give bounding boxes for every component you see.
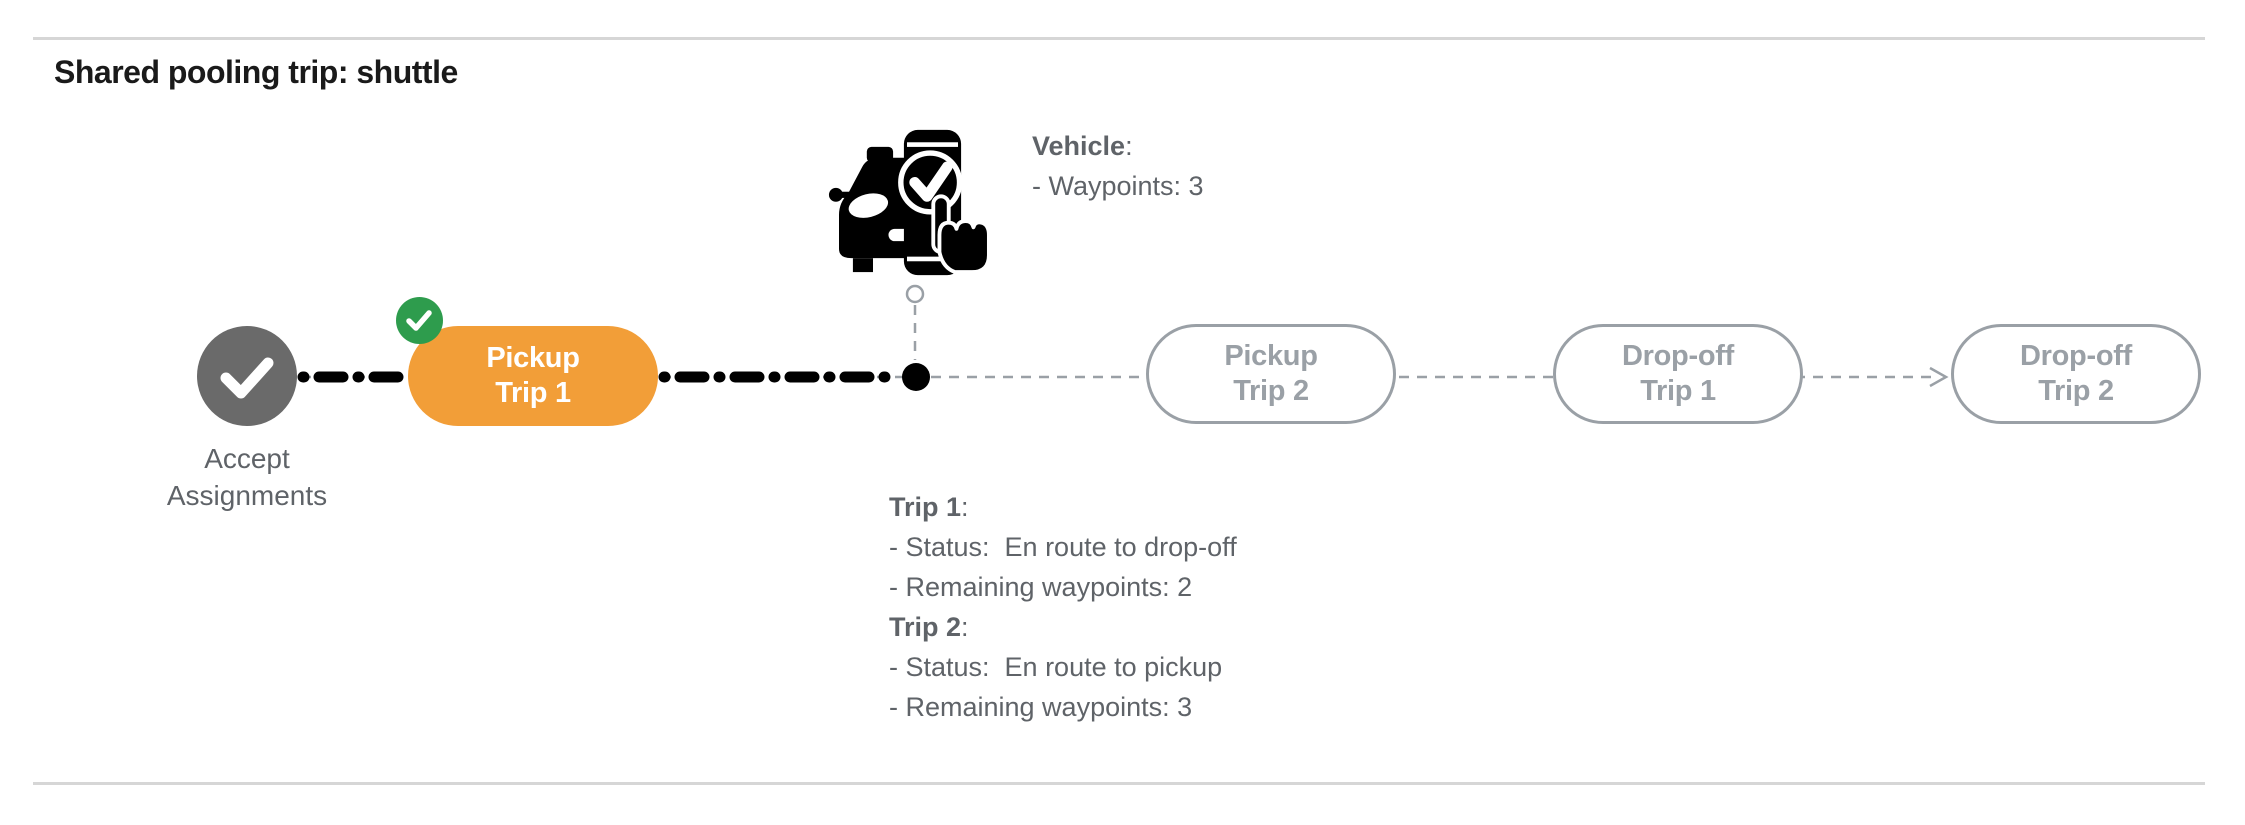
- vehicle-info: Vehicle: - Waypoints: 3: [1032, 126, 1204, 206]
- stop-dropoff-trip2: Drop-off Trip 2: [1951, 324, 2201, 424]
- vehicle-waypoints: - Waypoints: 3: [1032, 171, 1204, 201]
- top-divider: [33, 37, 2205, 40]
- trip1-heading: Trip 1:: [889, 492, 969, 522]
- accept-assignments-node: [197, 326, 297, 426]
- stop-label-line2: Trip 1: [495, 377, 571, 409]
- stop-pickup-trip2: Pickup Trip 2: [1146, 324, 1396, 424]
- stop-label-line1: Drop-off: [1622, 340, 1734, 372]
- stop-label-line1: Pickup: [486, 342, 580, 374]
- completed-badge: [396, 297, 443, 344]
- vehicle-confirmation-icon: [828, 129, 991, 276]
- trip1-remaining-waypoints: - Remaining waypoints: 2: [889, 572, 1193, 602]
- trip-info: Trip 1: - Status: En route to drop-off -…: [889, 487, 1237, 727]
- stop-label-line2: Trip 1: [1640, 375, 1716, 407]
- vehicle-anchor-circle: [905, 284, 925, 304]
- vehicle-info-heading: Vehicle:: [1032, 131, 1133, 161]
- trip2-heading: Trip 2:: [889, 612, 969, 642]
- accept-assignments-label: Accept Assignments: [166, 443, 328, 511]
- stop-label-line1: Pickup: [1224, 340, 1318, 372]
- stop-label-line2: Trip 2: [2038, 375, 2114, 407]
- trip1-status: - Status: En route to drop-off: [889, 532, 1237, 562]
- stop-dropoff-trip1: Drop-off Trip 1: [1553, 324, 1803, 424]
- check-badge-icon: [406, 310, 432, 331]
- check-icon: [220, 357, 274, 399]
- bottom-divider: [33, 782, 2205, 785]
- current-position-dot: [902, 363, 930, 391]
- arrow-right-icon: [1929, 366, 1949, 388]
- page-title: Shared pooling trip: shuttle: [54, 54, 458, 90]
- stop-label-line1: Drop-off: [2020, 340, 2132, 372]
- stop-pickup-trip1: Pickup Trip 1: [408, 326, 658, 426]
- trip2-remaining-waypoints: - Remaining waypoints: 3: [889, 692, 1193, 722]
- stop-label-line2: Trip 2: [1233, 375, 1309, 407]
- trip2-status: - Status: En route to pickup: [889, 652, 1223, 682]
